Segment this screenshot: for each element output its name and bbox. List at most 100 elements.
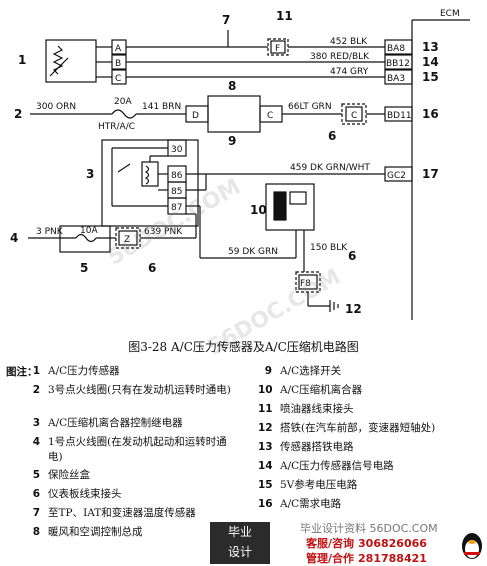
circuit-diagram: ECM A B C F 452 BLK 380 RED/BLK 474 GRY …	[10, 9, 470, 320]
fuse-box-5	[59, 225, 111, 253]
legend-item-text: 至TP、IAT和变速器温度传感器	[48, 507, 196, 519]
service-label: 客服/咨询	[306, 537, 355, 550]
legend-item-number: 6	[32, 488, 40, 500]
legend-item-text: A/C压力传感器信号电路	[280, 460, 394, 472]
relay-pin-30-label: 30	[171, 145, 183, 155]
legend-item-text: A/C压力传感器	[48, 365, 120, 377]
ecm-pin-gc2	[384, 166, 413, 182]
relay-coil-frame	[141, 161, 159, 187]
wire-66-label: 66LT GRN	[288, 102, 332, 112]
brand-line-1: 毕业	[227, 525, 252, 539]
connector-z	[118, 230, 138, 246]
legend-item-text: A/C压缩机离合器控制继电器	[48, 417, 183, 429]
relay-enclosure	[101, 139, 199, 227]
fuse-10a	[75, 233, 97, 243]
callout-8: 8	[228, 79, 236, 93]
legend-item-number: 3	[32, 417, 40, 429]
callout-6-f8: 6	[348, 249, 356, 263]
sensor-pin-b-label: B	[115, 59, 121, 69]
connector-c-hvac-label: C	[267, 111, 273, 121]
clutch-terminal	[289, 191, 307, 205]
wire-639-label: 639 PNK	[144, 227, 183, 237]
relay-coil	[144, 165, 150, 185]
fuse-htr-label: HTR/A/C	[98, 122, 135, 132]
callout-11: 11	[276, 9, 293, 23]
callout-13: 13	[422, 40, 439, 54]
ecm-pin-ba8	[384, 39, 413, 55]
wire-380-label: 380 RED/BLK	[310, 52, 370, 62]
fuse-20a	[111, 109, 137, 119]
site-name: 毕业设计资料 56DOC.COM	[300, 522, 438, 535]
connector-f-label: F	[275, 44, 280, 54]
connector-z-shell	[115, 227, 141, 249]
connector-c-inline-label: C	[351, 111, 357, 121]
service-phone: 306826066	[358, 537, 427, 550]
legend-item-text: 搭铁(在汽车前部，变速器短轴处)	[280, 422, 436, 434]
ecm-pin-bb12	[384, 54, 413, 70]
relay-pin-87-label: 87	[171, 203, 182, 213]
legend-item-number: 8	[32, 526, 40, 538]
ecm-pin-bd11	[384, 106, 413, 122]
hvac-control-assembly	[207, 95, 261, 133]
callout-9: 9	[228, 134, 236, 148]
connector-c-inline	[345, 106, 363, 122]
legend-item-number: 9	[264, 365, 272, 377]
legend-item-number: 15	[258, 479, 273, 491]
legend-item-text: 传感器搭铁电路	[280, 441, 354, 453]
wire-300-label: 300 ORN	[36, 102, 76, 112]
legend-item-number: 11	[258, 403, 273, 415]
legend-item-text: 5V参考电压电路	[280, 479, 358, 491]
wire-59-label: 59 DK GRN	[228, 247, 278, 257]
ac-pressure-sensor-body	[45, 39, 97, 83]
sensor-wiper	[49, 57, 69, 77]
brand-logo: 毕业 设计	[210, 522, 270, 564]
legend-item-text: A/C需求电路	[280, 498, 342, 510]
fuse-10a-label: 10A	[80, 226, 98, 236]
wire-459-label: 459 DK GRN/WHT	[290, 163, 370, 173]
callout-17: 17	[422, 167, 439, 181]
legend-item-text: 喷油器线束接头	[280, 403, 354, 415]
callout-5: 5	[80, 261, 88, 275]
callout-2: 2	[14, 107, 22, 121]
legend-item-number: 1	[32, 365, 40, 377]
clutch-coil-block	[273, 191, 287, 221]
relay-pin-85-label: 85	[171, 187, 182, 197]
legend-item-number: 2	[32, 384, 40, 396]
legend-item-text: A/C压缩机离合器	[280, 384, 363, 396]
sensor-resistor	[52, 45, 64, 75]
connector-z-label: Z	[124, 235, 130, 245]
relay-switch-blade	[117, 163, 131, 173]
connector-f8	[298, 274, 318, 290]
legend-title: 图注：	[6, 366, 38, 378]
callout-1: 1	[18, 53, 26, 67]
legend-item-text: 保险丝盒	[48, 469, 90, 481]
callout-3: 3	[86, 167, 94, 181]
manage-phone: 281788421	[358, 552, 427, 565]
callout-7: 7	[222, 13, 230, 27]
wire-452-label: 452 BLK	[330, 37, 368, 47]
connector-f8-label: F8	[300, 279, 311, 289]
legend-item-text: 1号点火线圈(在发动机起动和运转时通电)	[48, 436, 227, 463]
brand-line-2: 设计	[227, 545, 252, 559]
legend-item-text: 暖风和空调控制总成	[48, 526, 143, 538]
wire-141-label: 141 BRN	[142, 102, 181, 112]
legend-item-number: 5	[32, 469, 40, 481]
ecm-pin-bd11-label: BD11	[387, 111, 412, 121]
figure-caption: 图3-28 A/C压力传感器及A/C压缩机电路图	[128, 340, 359, 354]
legend-item-text: 3号点火线圈(只有在发动机运转时通电)	[48, 384, 231, 396]
ecm-pin-ba8-label: BA8	[387, 44, 405, 54]
ecm-pin-ba3-label: BA3	[387, 74, 405, 84]
relay-pin-86-label: 86	[171, 171, 183, 181]
callout-15: 15	[422, 70, 439, 84]
wire-150-label: 150 BLK	[310, 243, 348, 253]
legend-item-number: 12	[258, 422, 273, 434]
callout-4: 4	[10, 231, 18, 245]
callout-10: 10	[250, 203, 267, 217]
wire-474-label: 474 GRY	[330, 67, 369, 77]
ecm-pin-gc2-label: GC2	[387, 171, 406, 181]
legend-item-number: 10	[258, 384, 273, 396]
ecm-label: ECM	[440, 9, 460, 19]
sensor-pin-c-label: C	[115, 74, 121, 84]
legend-item-number: 4	[32, 436, 40, 448]
